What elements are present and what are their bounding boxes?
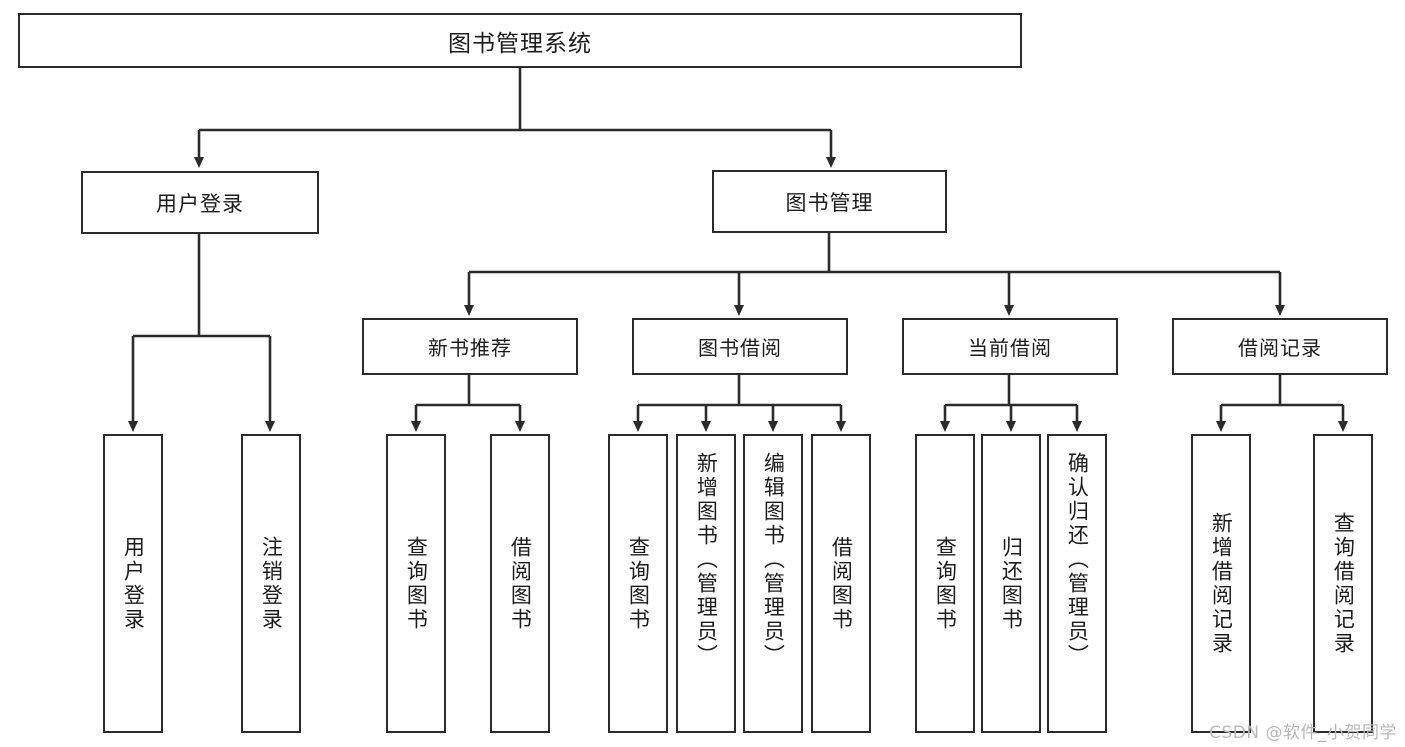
leaf-new-book-borrow[interactable]: 借阅图书 <box>490 434 550 733</box>
leaf-edit-book-admin[interactable]: 编辑图书（管理员） <box>743 434 803 733</box>
leaf-borrow-book-label: 借阅图书 <box>829 535 854 632</box>
node-book-management[interactable]: 图书管理 <box>712 170 947 233</box>
leaf-edit-book-admin-label: 编辑图书（管理员） <box>761 452 786 668</box>
leaf-new-book-query[interactable]: 查询图书 <box>386 434 446 733</box>
leaf-add-borrow-record-label: 新增借阅记录 <box>1209 511 1234 656</box>
leaf-query-borrow-record[interactable]: 查询借阅记录 <box>1313 434 1373 733</box>
csdn-watermark: CSDN @软件_小贺同学 <box>1209 723 1397 743</box>
leaf-borrow-query-book-label: 查询图书 <box>626 535 651 632</box>
node-user-login[interactable]: 用户登录 <box>81 171 319 234</box>
leaf-confirm-return-admin[interactable]: 确认归还（管理员） <box>1047 434 1107 733</box>
leaf-borrow-query-book[interactable]: 查询图书 <box>608 434 668 733</box>
leaf-add-book-admin[interactable]: 新增图书（管理员） <box>676 434 736 733</box>
leaf-user-logout-label: 注销登录 <box>259 535 284 632</box>
node-current-borrow-label: 当前借阅 <box>968 336 1052 360</box>
node-borrow-record[interactable]: 借阅记录 <box>1172 318 1388 375</box>
leaf-current-query-book[interactable]: 查询图书 <box>915 434 975 733</box>
leaf-confirm-return-admin-label: 确认归还（管理员） <box>1065 452 1090 668</box>
leaf-return-book-label: 归还图书 <box>999 535 1024 632</box>
node-current-borrow[interactable]: 当前借阅 <box>902 318 1118 375</box>
node-new-book-recommend[interactable]: 新书推荐 <box>362 318 578 375</box>
leaf-user-logout[interactable]: 注销登录 <box>241 434 301 733</box>
node-new-book-recommend-label: 新书推荐 <box>428 336 512 360</box>
node-book-borrow-label: 图书借阅 <box>698 336 782 360</box>
node-book-borrow[interactable]: 图书借阅 <box>632 318 848 375</box>
node-user-login-label: 用户登录 <box>156 191 244 216</box>
node-borrow-record-label: 借阅记录 <box>1238 336 1322 360</box>
leaf-current-query-book-label: 查询图书 <box>933 535 958 632</box>
leaf-new-book-query-label: 查询图书 <box>404 535 429 632</box>
node-root-label: 图书管理系统 <box>448 30 592 57</box>
node-book-management-label: 图书管理 <box>785 190 874 215</box>
node-root[interactable]: 图书管理系统 <box>18 13 1022 68</box>
leaf-user-login-label: 用户登录 <box>121 535 146 632</box>
leaf-user-login[interactable]: 用户登录 <box>103 434 163 733</box>
leaf-query-borrow-record-label: 查询借阅记录 <box>1331 511 1356 656</box>
leaf-add-book-admin-label: 新增图书（管理员） <box>694 452 719 668</box>
leaf-new-book-borrow-label: 借阅图书 <box>508 535 533 632</box>
leaf-borrow-book[interactable]: 借阅图书 <box>811 434 871 733</box>
leaf-add-borrow-record[interactable]: 新增借阅记录 <box>1191 434 1251 733</box>
leaf-return-book[interactable]: 归还图书 <box>981 434 1041 733</box>
